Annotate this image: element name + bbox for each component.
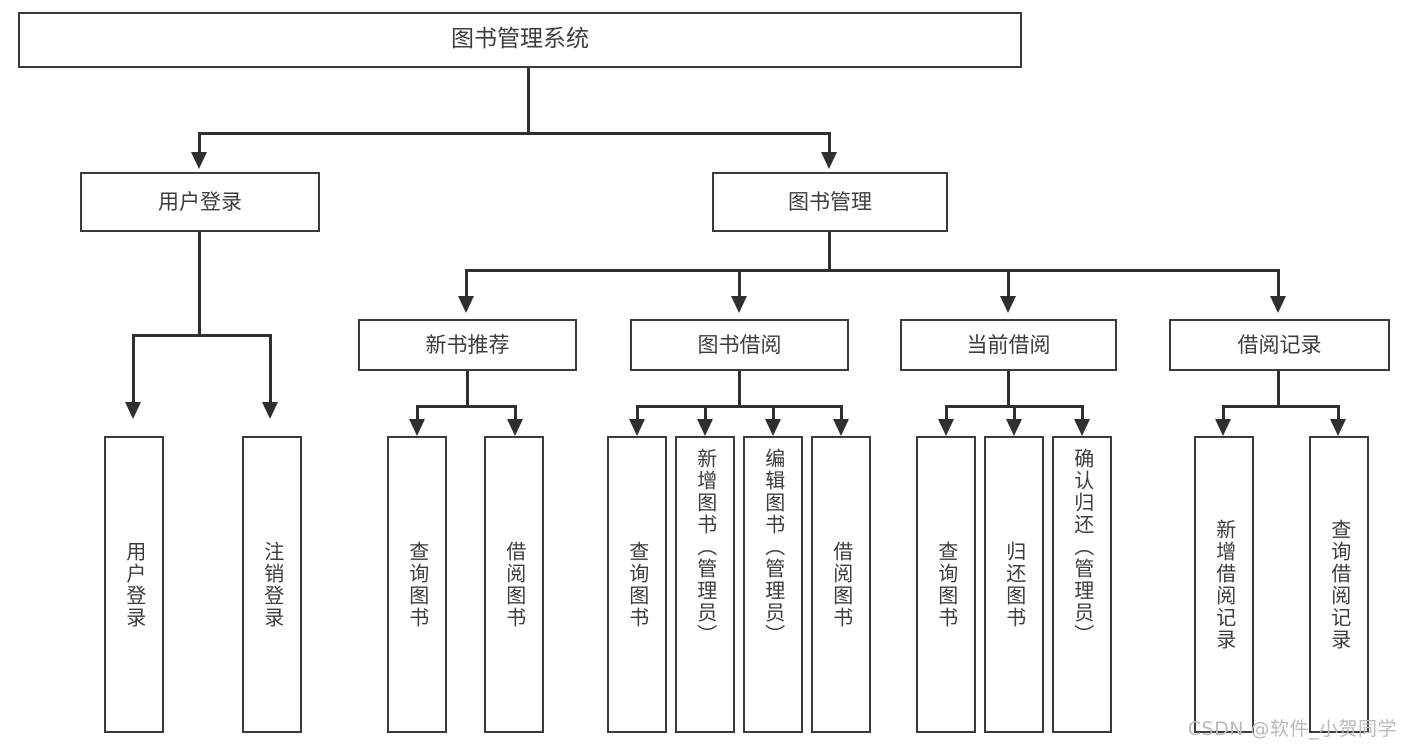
connector-root-bar <box>198 132 830 135</box>
connector-to-current-borrow <box>1007 269 1010 299</box>
arrow-to-current-borrow <box>1000 296 1016 313</box>
node-leaf-edit-book-admin[interactable]: 编辑图书（管理员） <box>743 436 803 733</box>
connector-root-stem <box>527 68 530 134</box>
connector-borrow-record-stem <box>1277 371 1280 407</box>
connector-book-management-stem <box>828 232 831 272</box>
node-user-login[interactable]: 用户登录 <box>80 172 320 232</box>
node-leaf-confirm-return-admin[interactable]: 确认归还（管理员） <box>1052 436 1112 733</box>
arrow-to-leaf-borrow-book-1 <box>507 419 523 436</box>
connector-br-leaf1 <box>1222 405 1225 423</box>
node-leaf-query-borrow-record[interactable]: 查询借阅记录 <box>1309 436 1369 733</box>
node-label: 用户登录 <box>158 189 242 214</box>
node-leaf-query-book-2[interactable]: 查询图书 <box>607 436 667 733</box>
connector-user-login-right <box>269 334 272 406</box>
connector-cb-leaf3 <box>1081 405 1084 423</box>
arrow-to-user-login <box>191 152 207 169</box>
connector-current-borrow-stem <box>1007 371 1010 407</box>
arrow-to-book-management <box>821 152 837 169</box>
node-leaf-query-book-3[interactable]: 查询图书 <box>916 436 976 733</box>
connector-user-login-stem <box>198 232 201 336</box>
connector-cb-leaf1 <box>945 405 948 423</box>
arrow-to-leaf-logout-login <box>262 402 278 419</box>
connector-new-book-recommend-stem <box>466 371 469 407</box>
arrow-to-leaf-confirm-return-admin <box>1074 419 1090 436</box>
node-label: 注销登录 <box>260 540 285 629</box>
node-book-management[interactable]: 图书管理 <box>712 172 948 232</box>
connector-bb-leaf2 <box>704 405 707 423</box>
node-label: 查询图书 <box>625 540 650 629</box>
connector-book-borrow-bar <box>636 405 842 408</box>
node-new-book-recommend[interactable]: 新书推荐 <box>358 319 577 371</box>
node-current-borrow[interactable]: 当前借阅 <box>900 319 1117 371</box>
node-label: 借阅记录 <box>1237 332 1322 357</box>
node-label: 确认归还（管理员） <box>1070 448 1095 646</box>
arrow-to-borrow-record <box>1270 296 1286 313</box>
node-label: 归还图书 <box>1002 540 1027 629</box>
node-label: 借阅图书 <box>502 540 527 629</box>
connector-level3-bar <box>465 269 1277 272</box>
connector-bb-leaf4 <box>840 405 843 423</box>
arrow-to-leaf-user-login <box>125 402 141 419</box>
connector-cb-leaf2 <box>1013 405 1016 423</box>
node-leaf-return-book[interactable]: 归还图书 <box>984 436 1044 733</box>
node-label: 查询借阅记录 <box>1327 518 1352 651</box>
connector-new-book-recommend-bar <box>416 405 517 408</box>
node-borrow-record[interactable]: 借阅记录 <box>1169 319 1390 371</box>
arrow-to-leaf-add-book-admin <box>697 419 713 436</box>
connector-user-login-bar <box>132 334 269 337</box>
arrow-to-leaf-query-book-3 <box>938 419 954 436</box>
connector-book-borrow-stem <box>738 371 741 407</box>
connector-nbr-leaf1 <box>416 405 419 423</box>
node-label: 当前借阅 <box>966 332 1051 357</box>
node-label: 借阅图书 <box>829 540 854 629</box>
arrow-to-leaf-query-borrow-record <box>1330 419 1346 436</box>
node-leaf-add-book-admin[interactable]: 新增图书（管理员） <box>675 436 735 733</box>
connector-nbr-leaf2 <box>514 405 517 423</box>
connector-root-to-user-login <box>198 132 201 156</box>
arrow-to-leaf-edit-book-admin <box>765 419 781 436</box>
connector-bb-leaf1 <box>636 405 639 423</box>
connector-br-leaf2 <box>1337 405 1340 423</box>
arrow-to-leaf-return-book <box>1006 419 1022 436</box>
connector-bb-leaf3 <box>772 405 775 423</box>
node-label: 编辑图书（管理员） <box>761 448 786 646</box>
node-label: 图书借阅 <box>697 332 782 357</box>
node-root-book-management-system[interactable]: 图书管理系统 <box>18 12 1022 68</box>
arrow-to-leaf-query-book-2 <box>629 419 645 436</box>
node-label: 新书推荐 <box>425 332 510 357</box>
connector-borrow-record-bar <box>1222 405 1338 408</box>
node-leaf-user-login[interactable]: 用户登录 <box>104 436 164 733</box>
node-label: 用户登录 <box>122 540 147 629</box>
node-label: 图书管理 <box>788 189 872 214</box>
arrow-to-leaf-add-borrow-record <box>1215 419 1231 436</box>
arrow-to-leaf-query-book-1 <box>409 419 425 436</box>
node-leaf-logout-login[interactable]: 注销登录 <box>242 436 302 733</box>
arrow-to-new-book-recommend <box>458 296 474 313</box>
node-leaf-borrow-book-2[interactable]: 借阅图书 <box>811 436 871 733</box>
node-label: 新增图书（管理员） <box>693 448 718 646</box>
node-label: 查询图书 <box>934 540 959 629</box>
node-leaf-borrow-book-1[interactable]: 借阅图书 <box>484 436 544 733</box>
connector-to-new-book-recommend <box>465 269 468 299</box>
node-label: 图书管理系统 <box>451 26 589 53</box>
arrow-to-book-borrow <box>731 296 747 313</box>
node-label: 查询图书 <box>405 540 430 629</box>
node-leaf-query-book-1[interactable]: 查询图书 <box>387 436 447 733</box>
connector-to-borrow-record <box>1277 269 1280 299</box>
connector-to-book-borrow <box>738 269 741 299</box>
node-leaf-add-borrow-record[interactable]: 新增借阅记录 <box>1194 436 1254 733</box>
connector-root-to-book-management <box>828 132 831 156</box>
node-label: 新增借阅记录 <box>1212 518 1237 651</box>
node-book-borrow[interactable]: 图书借阅 <box>630 319 849 371</box>
connector-user-login-left <box>132 334 135 406</box>
arrow-to-leaf-borrow-book-2 <box>833 419 849 436</box>
